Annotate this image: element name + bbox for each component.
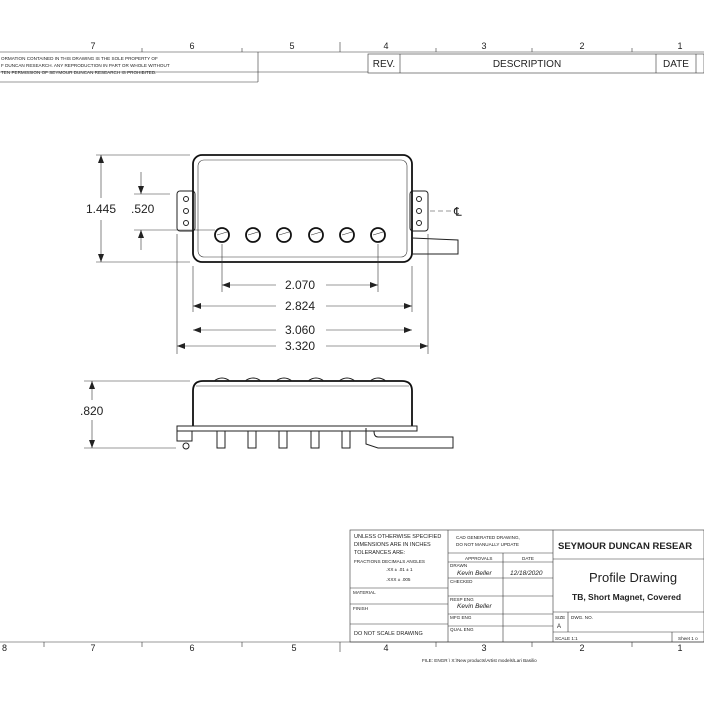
pole-pieces	[214, 227, 386, 243]
zone-number: 2	[579, 41, 584, 51]
drawing-title: Profile Drawing	[589, 570, 677, 585]
tolerance-note: TOLERANCES ARE:	[354, 550, 406, 556]
baseplate	[176, 425, 418, 432]
tolerance-note: DIMENSIONS ARE IN INCHES	[354, 542, 431, 548]
mfg-eng-label: MFG ENG	[450, 615, 472, 620]
rev-header: REV.	[373, 59, 395, 70]
pickup-side-view	[176, 377, 454, 450]
date-header: DATE	[663, 59, 689, 70]
cad-note: DO NOT MANUALLY UPDATE	[456, 542, 519, 547]
zone-number: 6	[189, 41, 194, 51]
title-block: UNLESS OTHERWISE SPECIFIED DIMENSIONS AR…	[349, 529, 704, 643]
drawing-subtitle: TB, Short Magnet, Covered	[572, 592, 681, 602]
left-flange	[176, 190, 196, 232]
side-height-dimension: .820	[80, 404, 104, 418]
material-label: MATERIAL	[353, 590, 376, 595]
zone-number: 4	[383, 643, 388, 653]
zone-number: 3	[481, 41, 486, 51]
proprietary-notice-line: F DUNCAN RESEARCH. ANY REPRODUCTION IN P…	[1, 63, 170, 68]
checked-label: CHECKED	[450, 579, 473, 584]
drawn-by: Kevin Beller	[457, 570, 493, 577]
zone-number: 7	[90, 643, 95, 653]
dimensions-side-view: .820	[80, 380, 190, 449]
company-name: SEYMOUR DUNCAN RESEAR	[558, 541, 692, 552]
dimensions-top-view: 1.445 .520 2.070 2.824	[86, 154, 429, 354]
sheet-label: Sheet 1 o	[678, 636, 698, 641]
flange-width-dimension: 3.060	[285, 323, 315, 337]
zone-number: 5	[289, 41, 294, 51]
body-width-dimension: 2.824	[285, 299, 315, 313]
zone-number: 2	[579, 643, 584, 653]
pickup-top-view: ℄	[176, 154, 462, 263]
pole-spacing-dimension: 2.070	[285, 278, 315, 292]
overall-width-dimension: 3.320	[285, 339, 315, 353]
tolerance-line: .XX ± .01 ± 1	[386, 567, 413, 572]
bottom-border: 8 7 6 5 4 3 2 1 FILE: ENGR \ X:\New prod…	[0, 641, 704, 663]
zone-number: 6	[189, 643, 194, 653]
revision-table: REV. DESCRIPTION DATE	[367, 53, 704, 74]
proprietary-notice-line: ORMATION CONTAINED IN THIS DRAWING IS TH…	[1, 56, 158, 61]
description-header: DESCRIPTION	[493, 59, 561, 70]
zone-number: 8	[2, 643, 7, 653]
lead-wire	[411, 237, 459, 255]
zone-number: 4	[383, 41, 388, 51]
tolerance-header: FRACTIONS DECIMALS ANGLES	[354, 559, 425, 564]
drawn-label: DRAWN	[450, 563, 467, 568]
tolerance-line: .XXX ± .005	[386, 577, 411, 582]
drawing-number-label: DWG. NO.	[571, 615, 593, 620]
height-dimension: 1.445	[86, 202, 116, 216]
cad-note: CAD GENERATED DRAWING,	[456, 535, 520, 540]
zone-number: 5	[291, 643, 296, 653]
lead-exit	[365, 428, 454, 449]
resp-eng-name: Kevin Beller	[457, 603, 493, 610]
resp-eng-label: RESP ENG	[450, 597, 474, 602]
pole-offset-dimension: .520	[131, 202, 155, 216]
file-path: FILE: ENGR \ X:\New products\Artist mode…	[422, 658, 537, 663]
do-not-scale-note: DO NOT SCALE DRAWING	[354, 631, 423, 637]
size-label: SIZE	[555, 615, 565, 620]
cover-inner	[197, 159, 408, 258]
proprietary-notice-line: TEN PERMISSION OF SEYMOUR DUNCAN RESEARC…	[1, 70, 156, 75]
scale-label: SCALE 1:1	[555, 636, 578, 641]
zone-number: 1	[677, 41, 682, 51]
finish-label: FINISH	[353, 606, 368, 611]
cover-outer	[192, 154, 413, 263]
zone-number: 3	[481, 643, 486, 653]
zone-number: 7	[90, 41, 95, 51]
size-value: A	[557, 624, 561, 630]
date-label: DATE	[522, 556, 534, 561]
zone-number: 1	[677, 643, 682, 653]
top-border: 7 6 5 4 3 2 1 ORMATION CONTAINED IN THIS…	[0, 41, 704, 83]
approvals-label: APPROVALS	[465, 556, 493, 561]
drawn-date: 12/18/2020	[510, 570, 543, 577]
side-body	[192, 380, 413, 426]
centerline-symbol: ℄	[453, 205, 462, 219]
right-flange	[409, 190, 429, 232]
qual-eng-label: QUAL ENG	[450, 627, 474, 632]
tolerance-note: UNLESS OTHERWISE SPECIFIED	[354, 534, 441, 540]
